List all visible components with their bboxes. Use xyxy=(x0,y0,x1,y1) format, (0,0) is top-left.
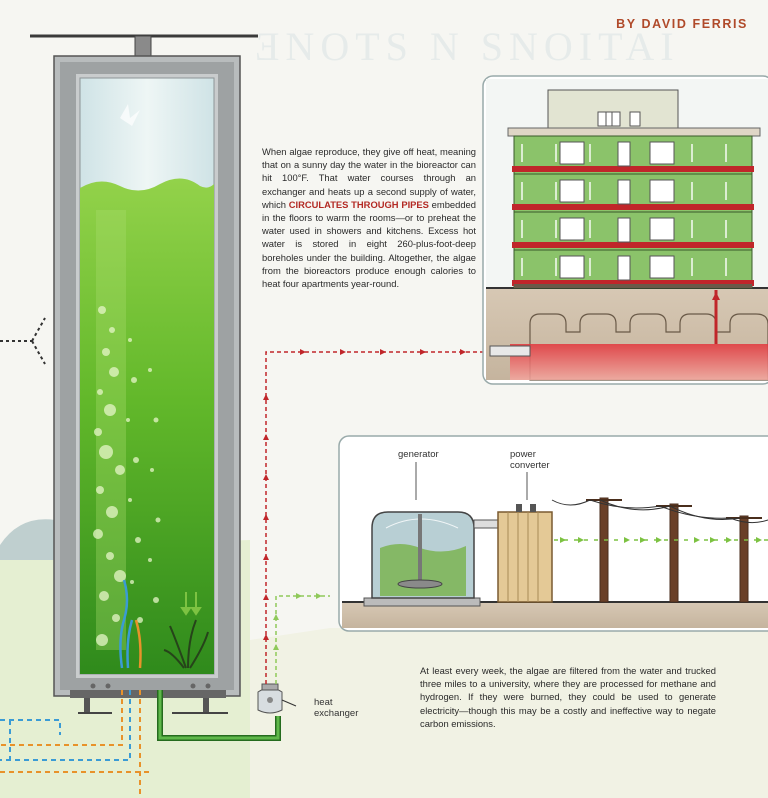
tank-piping xyxy=(0,690,281,798)
power-converter-label-line2: converter xyxy=(510,460,550,471)
power-panel xyxy=(338,435,768,632)
harvest-paragraph: At least every week, the algae are filte… xyxy=(420,665,716,729)
building-foundation xyxy=(514,284,752,288)
heat-exchanger-label-line2: exchanger xyxy=(314,708,359,719)
generator-label: generator xyxy=(398,449,439,460)
floor-window-4 xyxy=(559,255,585,279)
floor-heat-pipe-1 xyxy=(512,166,754,172)
building-floors xyxy=(512,135,754,289)
heating-paragraph: When algae reproduce, they give off heat… xyxy=(262,145,476,290)
floor-window-b-1 xyxy=(649,141,675,165)
inflow-lines xyxy=(119,579,142,669)
heat-exchanger-label-line1: heat xyxy=(314,697,333,708)
bioreactor-tank xyxy=(30,34,258,714)
floor-window-2 xyxy=(559,179,585,203)
floor-heat-pipe-4 xyxy=(512,280,754,286)
heat-exchanger-label: heat exchanger xyxy=(314,697,358,719)
highlight-circulates: CIRCULATES THROUGH PIPES xyxy=(288,198,429,210)
algae-bubbles xyxy=(93,306,161,646)
floor-heat-pipe-3 xyxy=(512,242,754,248)
dotted-pointer xyxy=(0,317,46,365)
power-converter-label-line1: power xyxy=(510,449,536,460)
floor-window-b-3 xyxy=(649,217,675,241)
floor-window-b-4 xyxy=(649,255,675,279)
floor-heat-pipe-2 xyxy=(512,204,754,210)
floor-window-b-2 xyxy=(649,179,675,203)
ghost-headline: ƎNOTS N SNOITAI xyxy=(255,24,680,69)
floor-window-1 xyxy=(559,141,585,165)
down-arrows xyxy=(180,592,202,616)
heat-exchanger xyxy=(257,351,490,714)
algae-plant xyxy=(163,619,209,669)
cool-water-arrows xyxy=(273,593,322,650)
byline: BY DAVID FERRIS xyxy=(616,17,748,31)
heating-paragraph-part1: When algae reproduce, they give off heat… xyxy=(262,146,476,210)
floor-window-3 xyxy=(559,217,585,241)
power-converter-label: power converter xyxy=(510,449,550,471)
heating-paragraph-part2: embedded in the floors to warm the rooms… xyxy=(262,198,476,290)
hot-water-arrows xyxy=(263,349,466,640)
